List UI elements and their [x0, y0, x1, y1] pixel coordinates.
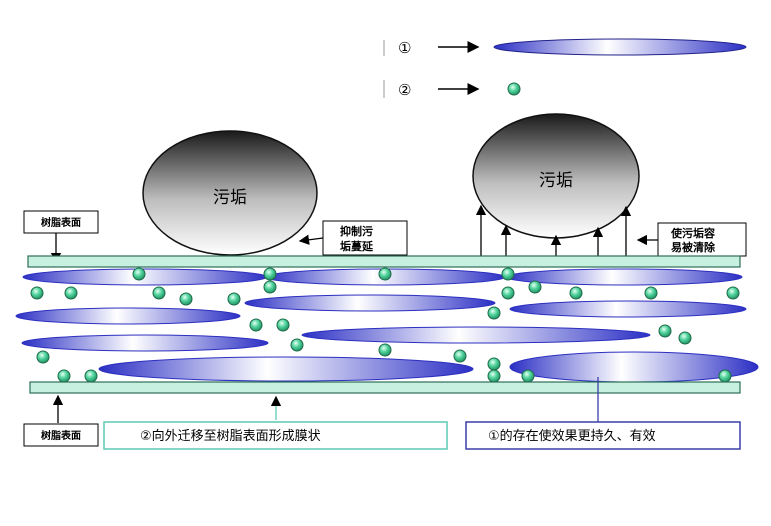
- resin-surface-bottom-bar: [29, 381, 741, 394]
- component-1-ellipse: [509, 300, 747, 318]
- component-1-ellipse: [244, 294, 496, 312]
- dirt-left-label: 污垢: [213, 188, 247, 208]
- component-2-bead: [726, 286, 740, 300]
- legend-marker-2: ②: [398, 81, 411, 99]
- component-2-bead: [453, 349, 467, 363]
- callout-easy-line2: 易被清除: [671, 240, 716, 254]
- component-1-ellipse: [22, 268, 268, 286]
- legend-marker-1: ①: [398, 39, 411, 57]
- legend-bead-component-2: [507, 82, 521, 96]
- component-2-bead: [152, 286, 166, 300]
- component-1-ellipse: [505, 268, 743, 286]
- component-2-bead: [378, 267, 392, 281]
- component-1-ellipse: [21, 334, 269, 352]
- component-2-beads: [30, 267, 740, 383]
- component-1-ellipse: [15, 307, 241, 325]
- component-2-bead: [36, 350, 50, 364]
- caption-migration-text: ②向外迁移至树脂表面形成膜状: [140, 428, 321, 444]
- component-2-bead: [179, 292, 193, 306]
- component-2-bead: [57, 369, 71, 383]
- component-1-ellipse: [98, 356, 474, 382]
- component-2-bead: [569, 286, 583, 300]
- component-2-bead: [276, 318, 290, 332]
- component-2-bead: [644, 286, 658, 300]
- component-2-bead: [263, 280, 277, 294]
- surface-bottom-label: 树脂表面: [41, 429, 81, 442]
- caption-migration-box: [103, 421, 448, 450]
- surface-top-label-box: [23, 210, 99, 234]
- dirt-right-label: 污垢: [539, 171, 573, 191]
- component-2-bead: [64, 286, 78, 300]
- component-2-bead: [658, 324, 672, 338]
- component-2-bead: [378, 343, 392, 357]
- caption-lasting-text: ①的存在使效果更持久、有效: [488, 428, 656, 444]
- component-2-bead: [678, 331, 692, 345]
- surface-top-label: 树脂表面: [41, 216, 81, 229]
- callout-suppress-arrow: [298, 234, 324, 245]
- callout-suppress-line1: 抑制污: [340, 224, 373, 238]
- component-2-bead: [84, 369, 98, 383]
- component-2-bead: [249, 318, 263, 332]
- dirt-blob-left: [142, 130, 318, 256]
- callout-suppress-line2: 垢蔓延: [340, 239, 374, 253]
- component-2-bead: [487, 306, 501, 320]
- caption-lasting-box: [465, 421, 741, 450]
- legend-ellipse-component-1: [493, 38, 747, 56]
- component-2-bead: [30, 286, 44, 300]
- component-1-ellipse: [301, 326, 651, 344]
- component-1-ellipses: [15, 268, 759, 383]
- surface-bottom-label-box: [23, 423, 99, 447]
- callout-easy-box: [657, 222, 747, 257]
- component-2-bead: [290, 338, 304, 352]
- component-2-bead: [487, 357, 501, 371]
- resin-surface-top-bar: [27, 255, 741, 268]
- component-2-bead: [521, 369, 535, 383]
- component-2-bead: [132, 267, 146, 281]
- component-2-bead: [263, 267, 277, 281]
- component-2-bead: [501, 267, 515, 281]
- component-2-bead: [501, 286, 515, 300]
- component-2-bead: [487, 369, 501, 383]
- lift-arrows: [475, 204, 632, 256]
- component-2-bead: [718, 369, 732, 383]
- callout-easy-line1: 使污垢容: [670, 226, 715, 240]
- component-2-bead: [227, 292, 241, 306]
- component-2-bead: [528, 280, 542, 294]
